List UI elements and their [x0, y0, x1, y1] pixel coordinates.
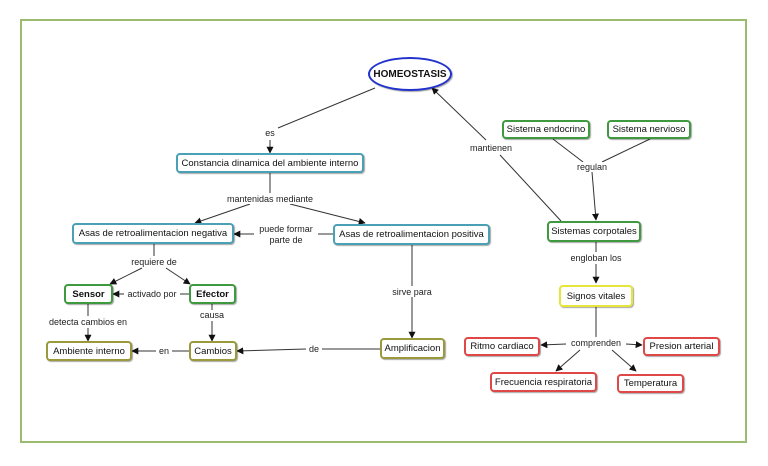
- label-requiere: requiere de: [130, 257, 178, 267]
- link-comprenden-presion: [625, 341, 643, 349]
- node-amplificacion[interactable]: Amplificacion: [380, 338, 445, 359]
- label-engloban: engloban los: [569, 253, 623, 263]
- label-en: en: [157, 346, 171, 356]
- link-comprenden-ritmo: [540, 341, 567, 349]
- node-negativa[interactable]: Asas de retroalimentacion negativa: [72, 223, 234, 244]
- node-nervioso[interactable]: Sistema nervioso: [607, 120, 691, 139]
- link-mantenidas-negativa: [194, 203, 251, 225]
- label-activado: activado por: [126, 289, 178, 299]
- node-positiva[interactable]: Asas de retroalimentacion positiva: [333, 224, 490, 245]
- node-signos[interactable]: Signos vitales: [559, 285, 633, 307]
- node-constancia[interactable]: Constancia dinamica del ambiente interno: [176, 153, 364, 173]
- node-cambios[interactable]: Cambios: [189, 341, 237, 361]
- link-de-cambios: [236, 347, 307, 355]
- node-homeostasis[interactable]: HOMEOSTASIS: [368, 57, 452, 91]
- link-requiere-sensor: [109, 267, 143, 285]
- link-comprenden-frecuencia: [555, 349, 581, 372]
- label-causa: causa: [198, 310, 226, 320]
- label-de: de: [307, 344, 321, 354]
- node-endocrino[interactable]: Sistema endocrino: [502, 120, 590, 139]
- node-ritmo[interactable]: Ritmo cardiaco: [464, 337, 540, 356]
- label-es: es: [264, 128, 276, 138]
- link-corporales-mantienen: [499, 154, 562, 222]
- label-comprenden: comprenden: [569, 338, 623, 348]
- link-mantenidas-positiva: [289, 203, 366, 225]
- node-efector[interactable]: Efector: [189, 284, 236, 304]
- node-presion[interactable]: Presion arterial: [643, 337, 720, 356]
- link-endocrino-regulan: [552, 138, 584, 163]
- label-mantenidas: mantenidas mediante: [225, 194, 315, 204]
- label-puede-formar: puede formar: [258, 224, 314, 234]
- link-regulan-corporales: [591, 171, 599, 221]
- node-temperatura[interactable]: Temperatura: [617, 374, 684, 393]
- label-detecta: detecta cambios en: [47, 317, 129, 327]
- node-corporales[interactable]: Sistemas corpotales: [547, 221, 641, 242]
- link-homeostasis-es: [277, 87, 376, 129]
- label-sirve: sirve para: [391, 287, 433, 297]
- link-mantienen-homeostasis: [431, 87, 487, 141]
- link-nervioso-regulan: [601, 138, 651, 163]
- link-requiere-efector: [165, 267, 191, 285]
- node-ambiente[interactable]: Ambiente interno: [46, 341, 132, 361]
- label-regulan: regulan: [575, 162, 609, 172]
- label-mantienen: mantienen: [468, 143, 514, 153]
- node-sensor[interactable]: Sensor: [64, 284, 113, 304]
- link-comprenden-temperatura: [611, 349, 637, 372]
- node-frecuencia[interactable]: Frecuencia respiratoria: [490, 372, 597, 392]
- label-parte-de: parte de: [268, 235, 304, 245]
